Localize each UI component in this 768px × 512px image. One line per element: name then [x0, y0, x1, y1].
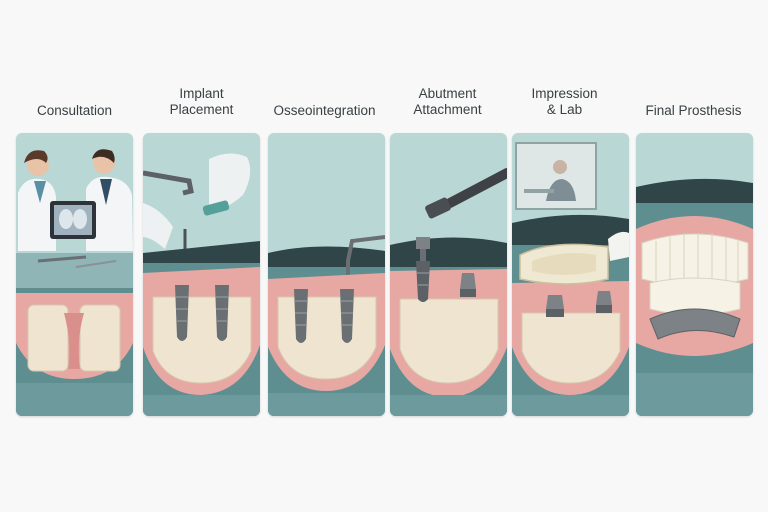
- panel-impression-lab: [512, 133, 629, 416]
- panel-final-prosthesis: [636, 133, 753, 416]
- tablet-xray-icon: [50, 201, 96, 239]
- denture-icon: [636, 216, 753, 356]
- panel-consultation: [16, 133, 133, 416]
- doctor-icon: [18, 150, 56, 251]
- panel-osseointegration: [268, 133, 385, 416]
- implant-icon: [215, 285, 229, 341]
- step-label-final-prosthesis: Final Prosthesis: [645, 103, 742, 118]
- step-label-impression-lab: Impression & Lab: [531, 86, 598, 117]
- step-label-implant-placement: Implant Placement: [169, 86, 234, 117]
- abutment-icon: [596, 291, 612, 313]
- doctor-icon: [86, 149, 133, 251]
- panel-implant-placement: [143, 133, 260, 416]
- abutment-icon: [460, 273, 476, 297]
- step-label-consultation: Consultation: [36, 103, 113, 118]
- panel-abutment-attachment: [390, 133, 507, 416]
- abutment-icon: [416, 237, 430, 302]
- step-label-osseointegration: Osseointegration: [273, 103, 376, 118]
- drill-icon: [425, 168, 507, 219]
- step-label-abutment-attachment: Abutment Attachment: [413, 86, 482, 117]
- implant-icon: [175, 285, 189, 341]
- implant-icon: [294, 289, 308, 343]
- implant-icon: [340, 289, 354, 343]
- abutment-icon: [546, 295, 564, 317]
